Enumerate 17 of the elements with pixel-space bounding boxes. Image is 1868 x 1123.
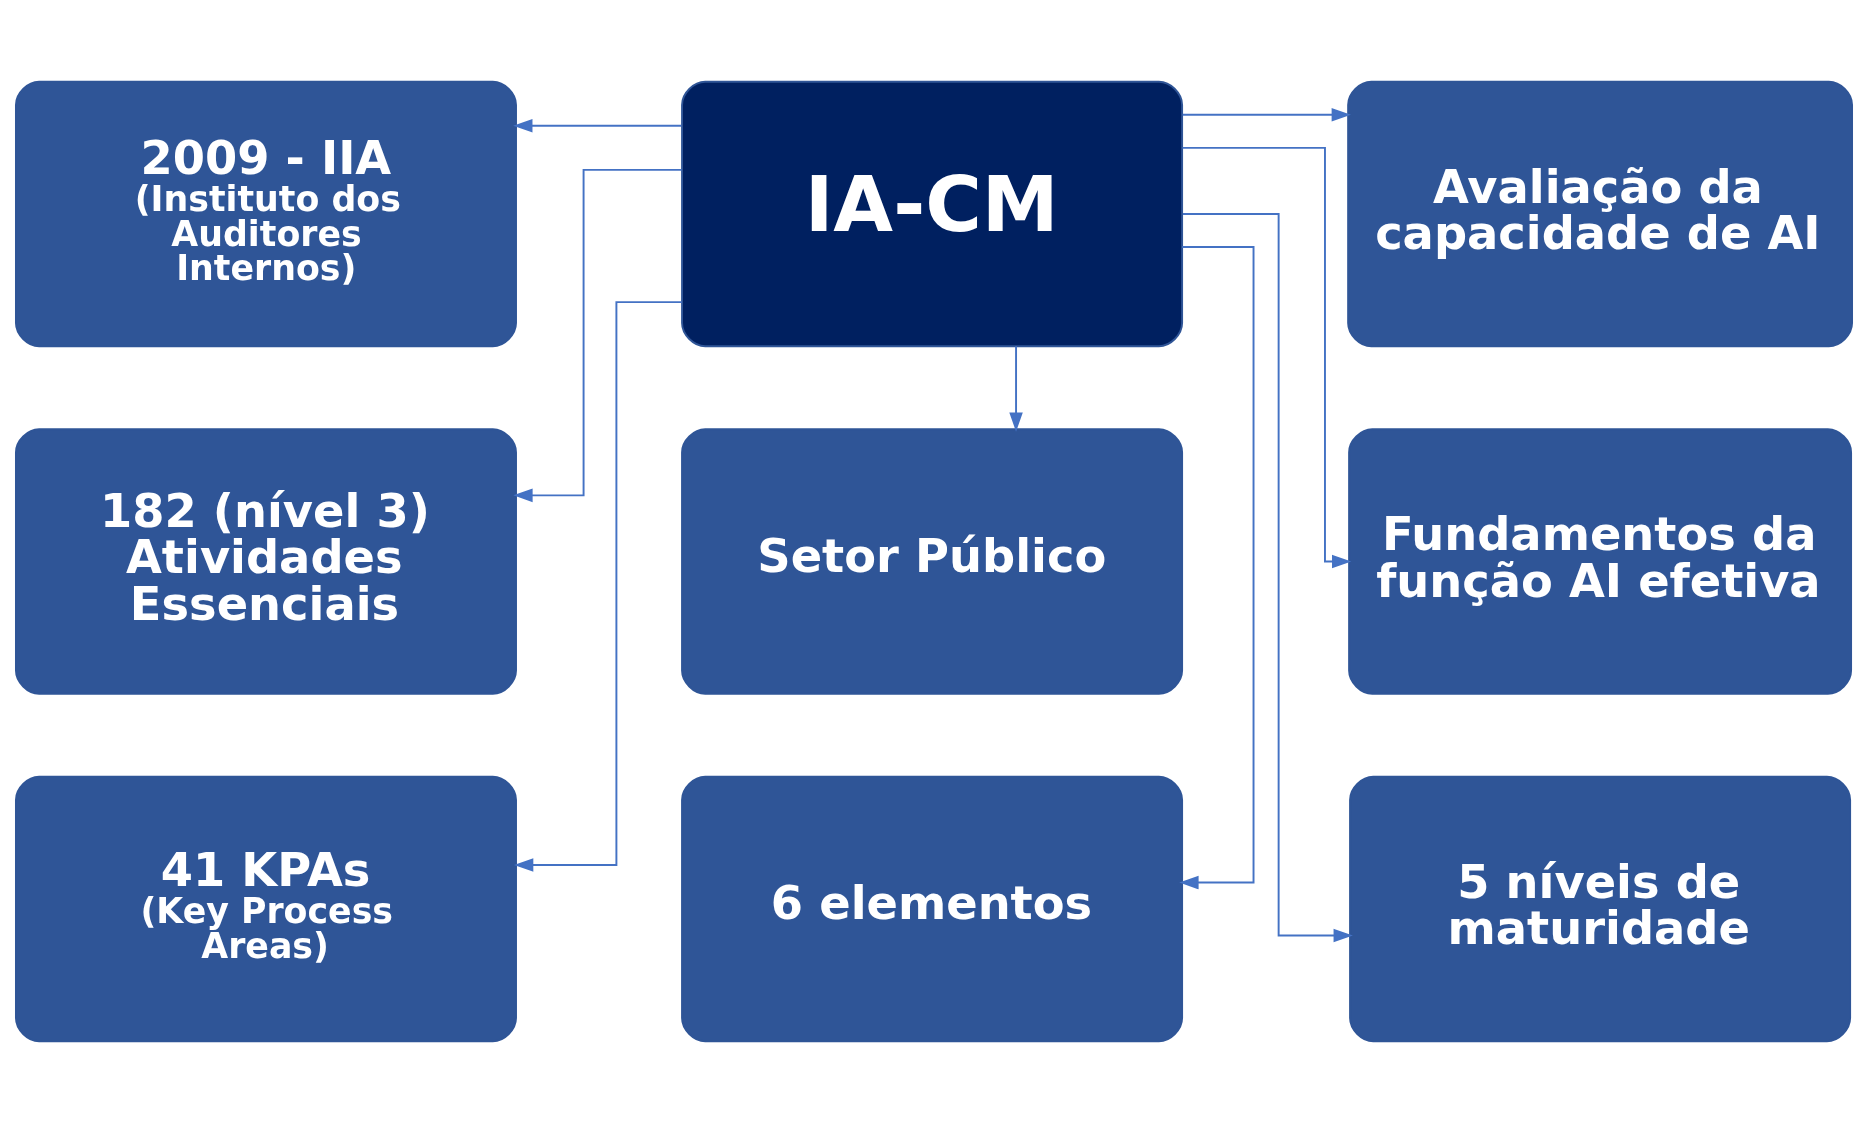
arrow xyxy=(1179,246,1255,890)
arrow xyxy=(1182,213,1353,943)
arrow xyxy=(514,301,683,872)
node-box: 41 KPAs (Key Process Areas) xyxy=(15,775,517,1043)
node-box: Fundamentos da função AI efetiva xyxy=(1348,428,1853,695)
arrow xyxy=(1181,108,1351,122)
node-box: Setor Público xyxy=(681,428,1184,695)
node-box: 182 (nível 3) Atividades Essenciais xyxy=(15,428,517,695)
node-box: 6 elementos xyxy=(681,775,1184,1043)
arrow xyxy=(1009,345,1023,432)
node-box: 5 níveis de maturidade xyxy=(1349,775,1852,1043)
node-box: Avaliação da capacidade de AI xyxy=(1347,80,1853,348)
node-box: IA-CM xyxy=(681,80,1184,348)
node-box: 2009 - IIA (Instituto dos Auditores Internos) xyxy=(15,80,517,348)
arrow xyxy=(1181,146,1352,569)
arrow xyxy=(513,119,683,133)
arrow xyxy=(513,168,683,503)
